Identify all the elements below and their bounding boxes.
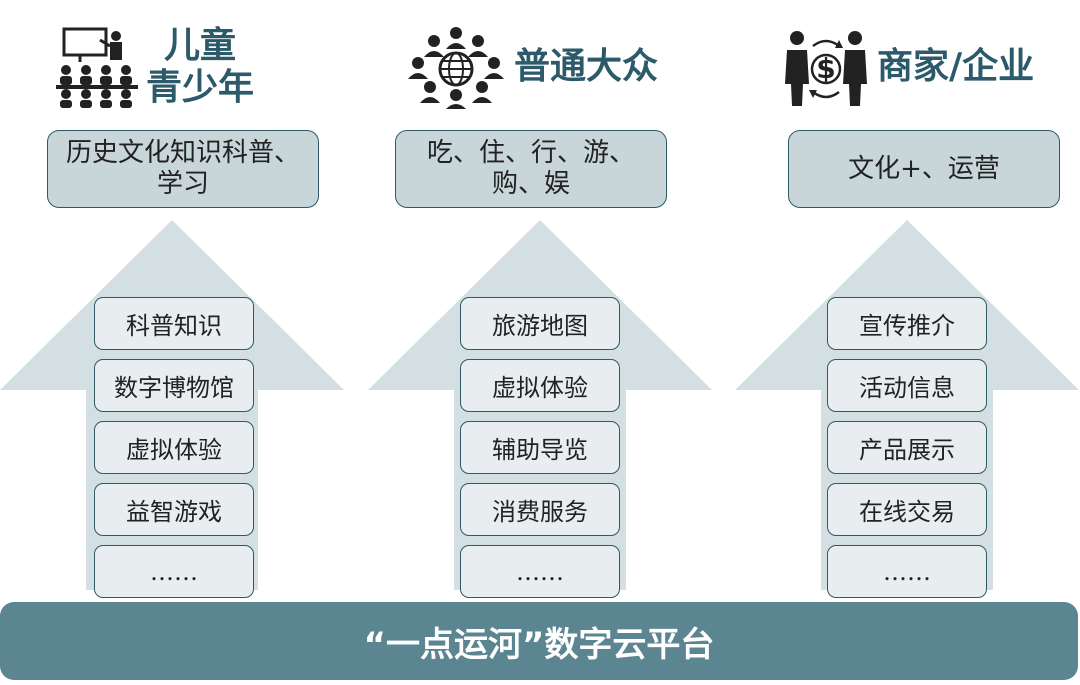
audience-header: 儿童 青少年 <box>52 22 254 112</box>
service-item: 在线交易 <box>827 483 987 536</box>
service-item: 产品展示 <box>827 421 987 474</box>
service-item: 辅助导览 <box>460 421 620 474</box>
column-public: 普通大众 吃、住、行、游、 购、娱 旅游地图 虚拟体验 辅助导览 消费服务 …… <box>368 0 728 600</box>
audience-title: 商家/企业 <box>877 46 1035 87</box>
column-children: 儿童 青少年 历史文化知识科普、 学习 科普知识 数字博物馆 虚拟体验 益智游戏… <box>0 0 360 600</box>
service-item: 数字博物馆 <box>94 359 254 412</box>
service-item: 活动信息 <box>827 359 987 412</box>
public-globe-icon <box>408 27 504 109</box>
service-list: 旅游地图 虚拟体验 辅助导览 消费服务 …… <box>460 297 620 607</box>
needs-box: 文化+、运营 <box>788 130 1060 208</box>
service-list: 宣传推介 活动信息 产品展示 在线交易 …… <box>827 297 987 607</box>
service-list: 科普知识 数字博物馆 虚拟体验 益智游戏 …… <box>94 297 254 607</box>
service-item: 益智游戏 <box>94 483 254 536</box>
audience-title: 普通大众 <box>514 46 659 87</box>
audience-title: 儿童 青少年 <box>146 25 255 108</box>
svg-text:$: $ <box>816 52 835 85</box>
audience-header: 普通大众 <box>408 22 658 112</box>
service-item: 旅游地图 <box>460 297 620 350</box>
column-business: $ 商家/企业 文化+、运营 宣传推介 活动信息 产品展示 在线交易 …… <box>735 0 1080 600</box>
service-item: 虚拟体验 <box>460 359 620 412</box>
service-item: 宣传推介 <box>827 297 987 350</box>
service-item: …… <box>460 545 620 598</box>
needs-box: 吃、住、行、游、 购、娱 <box>395 130 667 208</box>
service-item: …… <box>94 545 254 598</box>
audience-header: $ 商家/企业 <box>785 22 1034 112</box>
service-item: 虚拟体验 <box>94 421 254 474</box>
service-item: 科普知识 <box>94 297 254 350</box>
needs-box: 历史文化知识科普、 学习 <box>47 130 319 208</box>
platform-banner: “一点运河”数字云平台 <box>0 602 1078 680</box>
business-exchange-icon: $ <box>785 31 867 106</box>
service-item: …… <box>827 545 987 598</box>
service-item: 消费服务 <box>460 483 620 536</box>
classroom-icon <box>56 27 138 108</box>
